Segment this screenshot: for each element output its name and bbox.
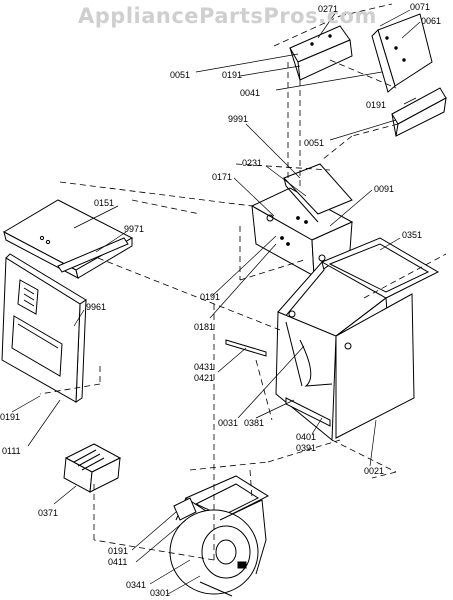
label-0031: 0031 (218, 418, 239, 428)
label-0231: 0231 (242, 158, 263, 168)
label-0151: 0151 (94, 198, 115, 208)
part-0061-panel (371, 13, 433, 93)
part-0051-bracket-upper (289, 25, 353, 81)
label-0271: 0271 (318, 4, 339, 14)
label-0341: 0341 (126, 580, 147, 590)
part-0051-bracket-lower (391, 87, 447, 137)
assembly-lines (39, 3, 447, 561)
label-0351: 0351 (402, 230, 423, 240)
label-0421: 0421 (194, 373, 215, 383)
label-0071: 0071 (410, 2, 431, 12)
watermark-text: AppliancePartsPros.com (78, 4, 377, 28)
part-0371-module (63, 443, 122, 493)
label-9971: 9971 (124, 224, 145, 234)
leader-lines (11, 9, 421, 595)
part-9971-strip (57, 237, 129, 273)
label-0371: 0371 (38, 508, 59, 518)
label-0051-lower: 0051 (304, 138, 325, 148)
label-0411: 0411 (108, 557, 128, 567)
label-0191-bottom: 0191 (108, 546, 129, 556)
label-0111: 0111 (2, 446, 21, 456)
part-0301-blower (169, 475, 270, 597)
part-0381-cabinet (275, 237, 440, 442)
label-9991: 9991 (228, 114, 249, 124)
label-0191-right: 0191 (366, 100, 387, 110)
label-9961: 9961 (86, 302, 107, 312)
label-0191-left: 0191 (0, 412, 21, 422)
label-0171: 0171 (212, 172, 233, 182)
label-0301: 0301 (150, 588, 171, 598)
label-0401: 0401 (296, 432, 317, 442)
label-0431: 0431 (194, 362, 215, 372)
part-9961-door (1, 253, 87, 403)
label-0391: 0391 (296, 443, 317, 453)
label-0091: 0091 (374, 184, 395, 194)
label-0191-top: 0191 (222, 70, 243, 80)
label-0381: 0381 (244, 418, 265, 428)
label-0021: 0021 (364, 466, 385, 476)
label-0181: 0181 (194, 322, 215, 332)
label-0061: 0061 (421, 16, 442, 26)
label-0041: 0041 (240, 88, 261, 98)
label-0191-mid: 0191 (200, 292, 221, 302)
label-0051-upper: 0051 (170, 70, 191, 80)
